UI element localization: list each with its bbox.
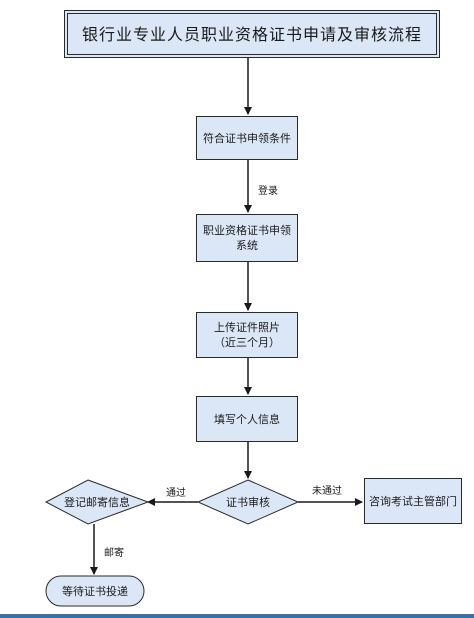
pass-node-label: 登记邮寄信息 <box>64 496 130 509</box>
edge-label-mail: 邮寄 <box>104 548 124 559</box>
step-upload-photo: 上传证件照片 （近三个月） <box>196 312 298 358</box>
decision-label: 证书审核 <box>226 496 270 509</box>
step-application-system: 职业资格证书申领系统 <box>196 214 298 262</box>
bottom-border <box>0 614 474 618</box>
step-upload-photo-line1: 上传证件照片 <box>214 321 280 334</box>
fail-node: 咨询考试主管部门 <box>364 478 462 524</box>
edge-label-passed: 通过 <box>166 488 186 499</box>
step-eligibility: 符合证书申领条件 <box>196 116 298 160</box>
edge-label-not-passed: 未通过 <box>312 486 342 497</box>
pass-diamond <box>44 479 150 525</box>
end-terminator <box>45 575 145 607</box>
edge-label-login: 登录 <box>258 186 278 197</box>
step-upload-photo-line2: （近三个月） <box>214 336 280 349</box>
page-title: 银行业专业人员职业资格证书申请及审核流程 <box>64 10 440 58</box>
end-node-label: 等待证书投递 <box>62 585 128 598</box>
step-fill-info: 填写个人信息 <box>196 396 298 442</box>
decision-diamond <box>196 479 300 525</box>
